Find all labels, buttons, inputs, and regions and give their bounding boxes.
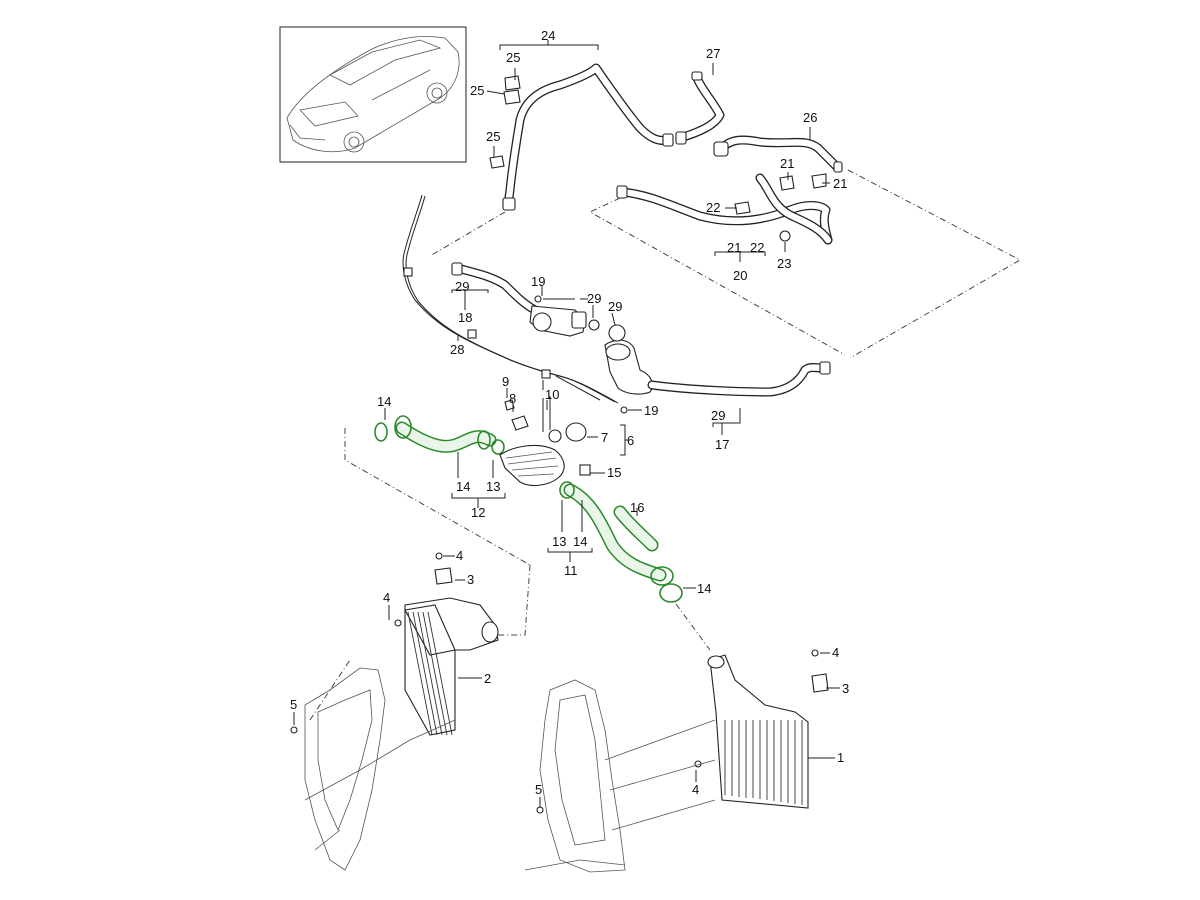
label-5: 5: [535, 782, 542, 797]
label-21: 21: [833, 176, 847, 191]
label-14: 14: [456, 479, 470, 494]
label-11: 11: [564, 563, 578, 578]
label-29: 29: [711, 408, 725, 423]
label-16: 16: [630, 500, 644, 515]
thermostat-housing: [534, 295, 831, 414]
hose-26: [713, 135, 843, 173]
label-25: 25: [470, 83, 484, 98]
label-22: 22: [706, 200, 720, 215]
label-15: 15: [607, 465, 621, 480]
label-17: 17: [715, 437, 729, 452]
label-1: 1: [837, 750, 844, 765]
label-24: 24: [541, 28, 555, 43]
y-distributor-6: [499, 396, 591, 487]
part-labels: 24 25 25 25 27 26 21 21 22 21 22 20 23 2…: [290, 28, 849, 797]
label-5: 5: [290, 697, 297, 712]
label-4: 4: [832, 645, 839, 660]
charge-air-pipe-11: [559, 481, 683, 603]
label-21: 21: [780, 156, 794, 171]
label-26: 26: [803, 110, 817, 125]
body-structure-left: [304, 667, 456, 871]
label-4: 4: [456, 548, 463, 563]
intercooler-right-1: [536, 649, 829, 814]
intercooler-left-2: [290, 552, 499, 736]
label-21: 21: [727, 240, 741, 255]
label-29: 29: [608, 299, 622, 314]
label-13: 13: [552, 534, 566, 549]
label-22: 22: [750, 240, 764, 255]
label-6: 6: [627, 433, 634, 448]
label-23: 23: [777, 256, 791, 271]
label-14: 14: [573, 534, 587, 549]
label-25: 25: [506, 50, 520, 65]
label-19: 19: [644, 403, 658, 418]
label-10: 10: [545, 387, 559, 402]
label-12: 12: [471, 505, 485, 520]
label-9: 9: [502, 374, 509, 389]
label-14: 14: [377, 394, 391, 409]
hose-27: [675, 71, 725, 145]
body-structure-right: [524, 679, 716, 873]
label-3: 3: [842, 681, 849, 696]
coolant-pipe-18: [451, 262, 587, 337]
vehicle-thumbnail: [279, 26, 467, 163]
label-19: 19: [531, 274, 545, 289]
label-4: 4: [383, 590, 390, 605]
label-3: 3: [467, 572, 474, 587]
label-29: 29: [455, 279, 469, 294]
label-18: 18: [458, 310, 472, 325]
leader-lines: [293, 40, 840, 808]
label-14: 14: [697, 581, 711, 596]
hose-assembly-24: [489, 63, 674, 211]
label-13: 13: [486, 479, 500, 494]
hose-assembly-20: [616, 173, 833, 245]
label-20: 20: [733, 268, 747, 283]
sensor-wire-28: [402, 194, 619, 404]
label-25: 25: [486, 129, 500, 144]
label-4: 4: [692, 782, 699, 797]
label-8: 8: [509, 391, 516, 406]
label-28: 28: [450, 342, 464, 357]
label-7: 7: [601, 430, 608, 445]
charge-air-pipe-12: [374, 415, 505, 455]
label-2: 2: [484, 671, 491, 686]
label-27: 27: [706, 46, 720, 61]
label-29: 29: [587, 291, 601, 306]
